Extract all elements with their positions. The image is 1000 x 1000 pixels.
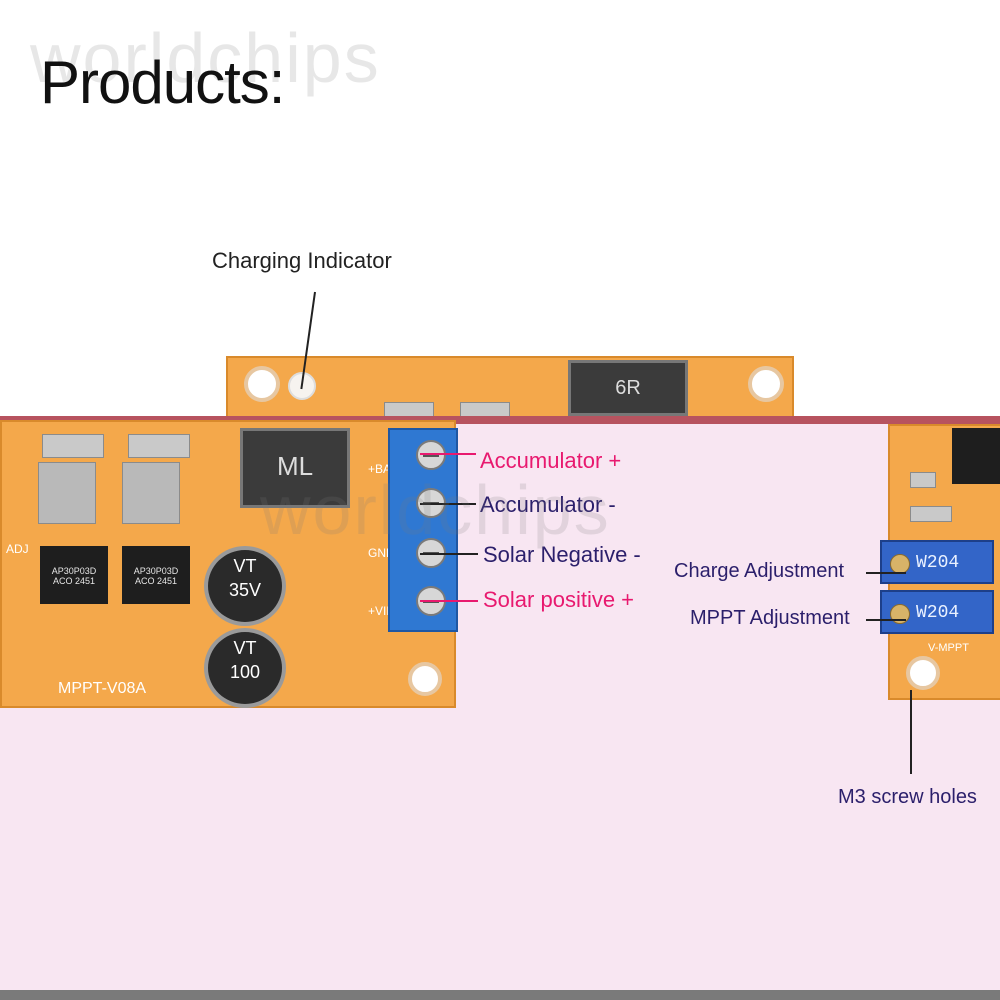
page-title: Products: [40,49,285,116]
top-inductor: 6R [568,360,688,416]
top-screw-hole-left [244,366,280,402]
right-pad-1 [910,472,936,488]
mppt-pot-knob-icon[interactable] [890,604,910,624]
main-screw-hole [408,662,442,696]
charge-adjustment-pot[interactable]: W204 [880,540,994,584]
mppt-pot-code: W204 [916,603,960,623]
charge-adjustment-pointer [866,572,906,574]
main-board: ADJ AP30P03D ACO 2451 AP30P03D ACO 2451 … [0,420,456,708]
diode-1 [42,434,104,458]
bottom-bar [0,990,1000,1000]
adj-marking: ADJ [6,542,29,556]
watermark-top: worldchips [30,19,381,97]
mppt-adjustment-label: MPPT Adjustment [690,607,850,629]
solar-negative-label: Solar Negative - [483,542,641,567]
mosfet-2-label: AP30P03D [133,566,179,576]
terminal-block [388,428,458,632]
watermark-middle: worldchips [260,471,611,549]
capacitor-1-voltage: 35V [228,580,262,600]
charge-adjustment-label: Charge Adjustment [674,560,845,582]
capacitor-2-value: 100 [229,662,261,682]
top-screw-hole-right [748,366,784,402]
control-ic [952,428,1000,484]
main-inductor: ML [240,428,350,508]
charge-pot-code: W204 [916,553,960,573]
charge-pot-knob-icon[interactable] [890,554,910,574]
accumulator-plus-label: Accumulator + [480,448,622,473]
diode-2 [128,434,190,458]
accumulator-minus-label: Accumulator - [480,492,616,517]
terminal-screw-bat-plus[interactable] [416,440,446,470]
m3-screw-hole [906,656,940,690]
charging-indicator-label: Charging Indicator [212,248,392,273]
mosfet-1-label: AP30P03D [51,566,97,576]
top-board: 6R [226,356,794,422]
solar-positive-pointer [420,600,478,602]
right-pad-2 [910,506,952,522]
model-marking: MPPT-V08A [58,680,147,697]
capacitor-1-series: VT [233,556,257,576]
mppt-adjustment-pointer [866,619,906,621]
accumulator-plus-pointer [420,453,476,455]
accumulator-minus-pointer [420,503,476,505]
solar-positive-label: Solar positive + [483,587,635,612]
regulator-1 [38,462,96,524]
mosfet-1: AP30P03D ACO 2451 [40,546,108,604]
capacitor-1: VT 35V [204,546,286,626]
solar-negative-pointer [420,553,478,555]
m3-screw-holes-pointer [910,690,912,774]
m3-screw-holes-label: M3 screw holes [838,786,977,808]
mosfet-2: AP30P03D ACO 2451 [122,546,190,604]
mppt-adjustment-pot[interactable]: W204 [880,590,994,634]
regulator-2 [122,462,180,524]
mosfet-2-code: ACO 2451 [134,576,178,586]
capacitor-2-series: VT [233,638,257,658]
capacitor-2: VT 100 [204,628,286,708]
mosfet-1-code: ACO 2451 [52,576,96,586]
v-mppt-marking: V-MPPT [928,642,969,654]
